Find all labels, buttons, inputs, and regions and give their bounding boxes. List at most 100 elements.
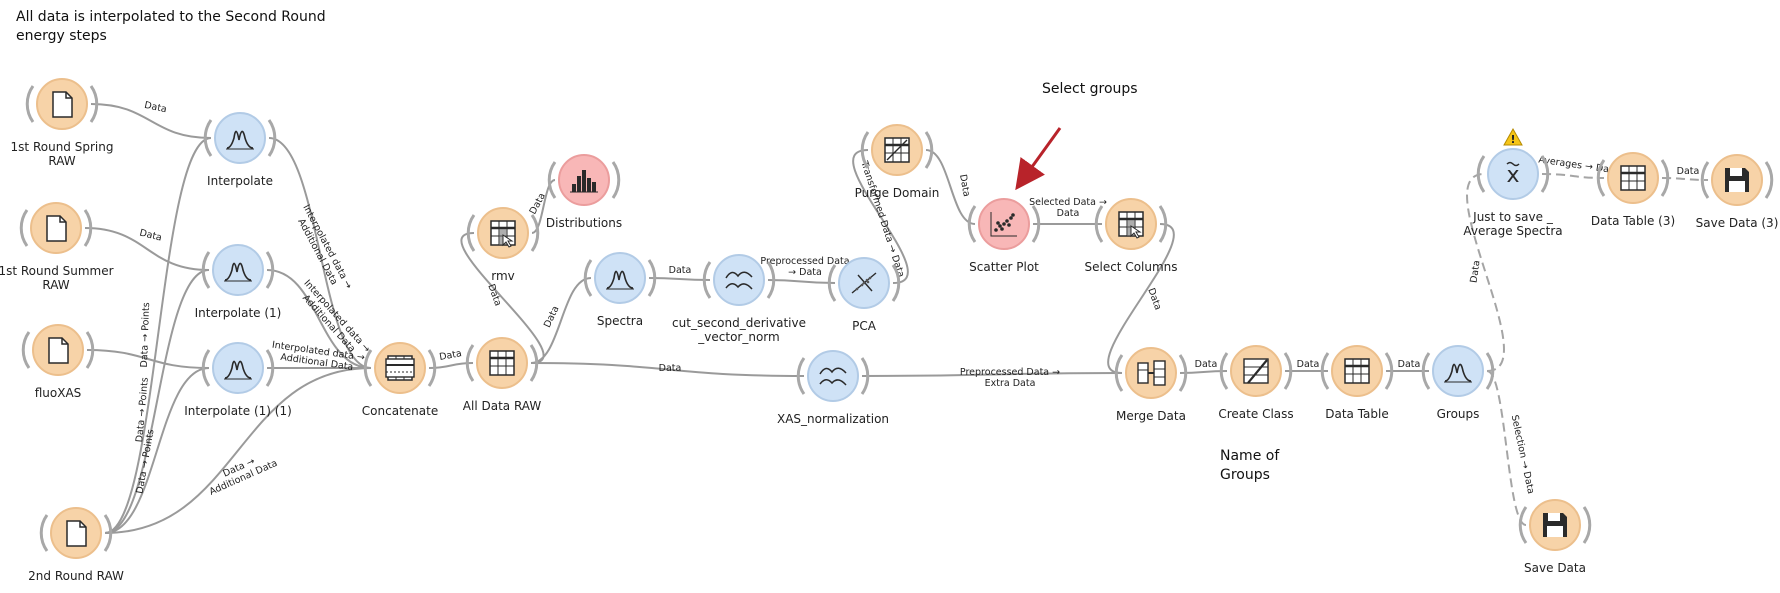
output-channel-arc[interactable]: [1283, 352, 1293, 390]
link-purge-to-scatter[interactable]: [925, 149, 976, 225]
node-savedata3[interactable]: Save Data (3): [1696, 154, 1779, 230]
output-channel-arc[interactable]: [265, 251, 275, 289]
node-circle[interactable]: [1487, 148, 1539, 200]
output-channel-arc[interactable]: [924, 131, 934, 169]
node-datatable3[interactable]: Data Table (3): [1591, 152, 1675, 228]
link-average-to-datatable3[interactable]: [1541, 173, 1605, 179]
output-channel-arc[interactable]: [1540, 155, 1550, 193]
output-channel-arc[interactable]: [1582, 506, 1592, 544]
node-pca[interactable]: PCA: [827, 257, 901, 333]
link-2nd_round-to-concat[interactable]: [104, 367, 372, 534]
node-selcols[interactable]: Select Columns: [1084, 198, 1178, 274]
input-channel-arc[interactable]: [466, 214, 476, 252]
output-channel-arc[interactable]: [1158, 205, 1168, 243]
link-fluoxas-to-interp11[interactable]: [86, 349, 210, 369]
node-circle[interactable]: [713, 254, 765, 306]
output-channel-arc[interactable]: [611, 161, 621, 199]
link-alldata-to-xasnorm[interactable]: [530, 362, 805, 377]
link-2nd_round-to-interp1[interactable]: [104, 269, 210, 534]
output-channel-arc[interactable]: [529, 344, 539, 382]
node-merge[interactable]: Merge Data: [1114, 347, 1188, 423]
input-channel-arc[interactable]: [25, 85, 35, 123]
node-circle[interactable]: [807, 350, 859, 402]
node-cutderiv[interactable]: cut_second_derivative_vector_norm: [672, 254, 806, 344]
node-distrib[interactable]: Distributions: [546, 154, 622, 230]
output-channel-arc[interactable]: [766, 261, 776, 299]
input-channel-arc[interactable]: [203, 119, 213, 157]
link-1st_summer-to-interp1[interactable]: [84, 227, 210, 271]
output-channel-arc[interactable]: [1485, 352, 1495, 390]
output-channel-arc[interactable]: [267, 119, 277, 157]
node-alldata[interactable]: All Data RAW: [463, 337, 542, 413]
node-groups[interactable]: Groups: [1421, 345, 1495, 421]
node-savedata[interactable]: Save Data: [1518, 499, 1592, 575]
input-channel-arc[interactable]: [702, 261, 712, 299]
link-1st_spring-to-interp[interactable]: [90, 103, 212, 139]
output-channel-arc[interactable]: [1660, 159, 1670, 197]
output-channel-arc[interactable]: [1178, 354, 1188, 392]
input-channel-arc[interactable]: [1700, 161, 1710, 199]
link-interp1-to-concat[interactable]: [266, 269, 372, 369]
node-datatable[interactable]: Data Table: [1320, 345, 1394, 421]
input-channel-arc[interactable]: [583, 259, 593, 297]
node-2nd-round[interactable]: 2nd Round RAW: [28, 507, 124, 583]
input-channel-arc[interactable]: [1219, 352, 1229, 390]
output-channel-arc[interactable]: [1384, 352, 1394, 390]
node-interp1[interactable]: Interpolate (1): [195, 244, 282, 320]
link-interp-to-concat[interactable]: [268, 137, 372, 369]
node-fluoxas[interactable]: fluoXAS: [21, 324, 95, 400]
output-channel-arc[interactable]: [265, 349, 275, 387]
link-rmv-to-distrib[interactable]: [531, 179, 556, 234]
output-channel-arc[interactable]: [427, 349, 437, 387]
input-channel-arc[interactable]: [860, 131, 870, 169]
output-channel-arc[interactable]: [1764, 161, 1774, 199]
node-scatter[interactable]: Scatter Plot: [967, 198, 1041, 274]
input-channel-arc[interactable]: [363, 349, 373, 387]
output-channel-arc[interactable]: [1031, 205, 1041, 243]
input-channel-arc[interactable]: [21, 331, 31, 369]
output-channel-arc[interactable]: [891, 264, 901, 302]
input-channel-arc[interactable]: [1094, 205, 1104, 243]
input-channel-arc[interactable]: [547, 161, 557, 199]
node-spectra[interactable]: Spectra: [583, 252, 657, 328]
link-cutderiv-to-pca[interactable]: [767, 279, 836, 284]
node-concat[interactable]: Concatenate: [362, 342, 438, 418]
link-alldata-to-spectra[interactable]: [530, 277, 592, 364]
link-groups-to-average[interactable]: [1466, 173, 1505, 372]
node-interp11[interactable]: Interpolate (1) (1): [184, 342, 292, 418]
input-channel-arc[interactable]: [967, 205, 977, 243]
input-channel-arc[interactable]: [1114, 354, 1124, 392]
node-purge[interactable]: Purge Domain: [855, 124, 940, 200]
link-spectra-to-cutderiv[interactable]: [648, 277, 711, 281]
input-channel-arc[interactable]: [827, 264, 837, 302]
node-average[interactable]: x!Just to save _Average Spectra: [1463, 127, 1563, 238]
output-channel-arc[interactable]: [530, 214, 540, 252]
input-channel-arc[interactable]: [19, 209, 29, 247]
input-channel-arc[interactable]: [796, 357, 806, 395]
output-channel-arc[interactable]: [89, 85, 99, 123]
output-channel-arc[interactable]: [647, 259, 657, 297]
link-pca-to-purge[interactable]: [852, 149, 909, 284]
link-selcols-to-merge[interactable]: [1107, 223, 1175, 374]
link-2nd_round-to-interp11[interactable]: [104, 367, 210, 534]
node-rmv[interactable]: rmv: [466, 207, 540, 283]
input-channel-arc[interactable]: [1476, 155, 1486, 193]
output-channel-arc[interactable]: [860, 357, 870, 395]
output-channel-arc[interactable]: [85, 331, 95, 369]
input-channel-arc[interactable]: [1518, 506, 1528, 544]
input-channel-arc[interactable]: [465, 344, 475, 382]
input-channel-arc[interactable]: [1596, 159, 1606, 197]
input-channel-arc[interactable]: [201, 251, 211, 289]
output-channel-arc[interactable]: [83, 209, 93, 247]
input-channel-arc[interactable]: [39, 514, 49, 552]
node-xasnorm[interactable]: XAS_normalization: [777, 350, 889, 426]
link-xasnorm-to-merge[interactable]: [861, 372, 1123, 377]
node-createclass[interactable]: Create Class: [1218, 345, 1294, 421]
input-channel-arc[interactable]: [1320, 352, 1330, 390]
output-channel-arc[interactable]: [103, 514, 113, 552]
input-channel-arc[interactable]: [1421, 352, 1431, 390]
link-2nd_round-to-interp[interactable]: [104, 137, 212, 534]
